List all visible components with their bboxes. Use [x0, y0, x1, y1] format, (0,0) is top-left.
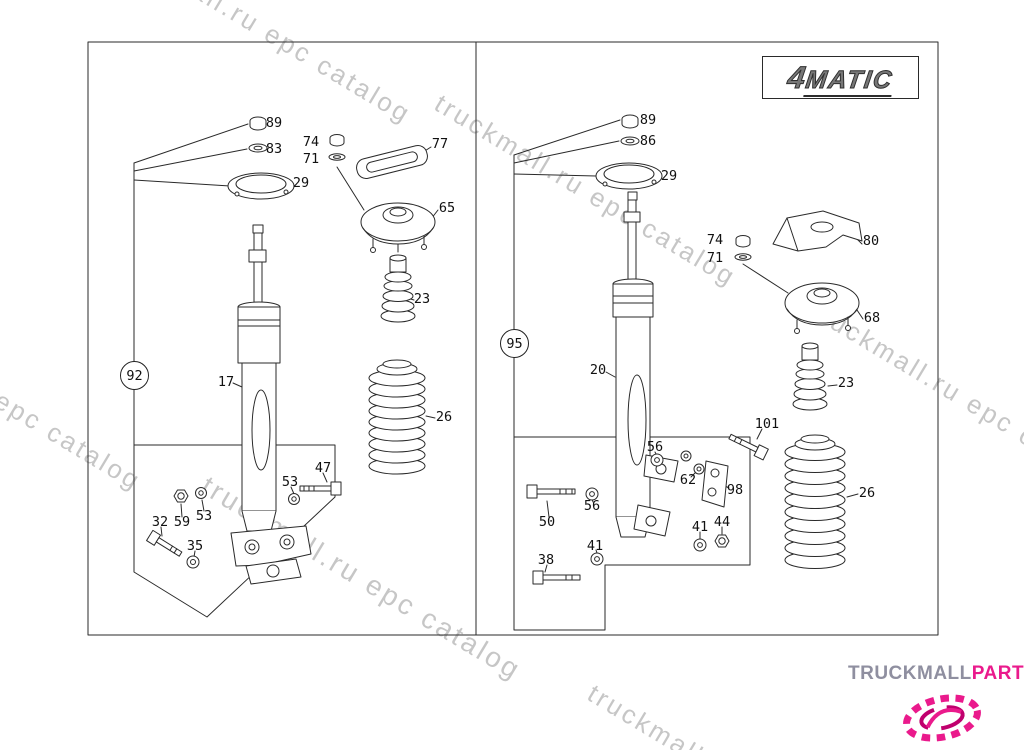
washer-53b — [195, 487, 207, 499]
washer-41b — [590, 552, 604, 566]
bump-stop-left — [380, 254, 416, 323]
nut-74-left — [329, 134, 345, 147]
spring-seat-left — [227, 172, 295, 200]
washer-71-left — [328, 153, 346, 161]
bolt-38 — [532, 570, 581, 585]
nut-62 — [693, 463, 705, 475]
washer-83 — [248, 143, 268, 153]
4matic-badge: 4MATIC — [762, 56, 919, 99]
bump-stop-right — [792, 342, 828, 411]
spring-seat-right — [595, 162, 663, 190]
nut-74-right — [735, 235, 751, 248]
top-mount-65 — [360, 202, 436, 253]
washer-56b — [585, 487, 599, 501]
nut-59 — [173, 489, 189, 503]
bolt-32 — [146, 529, 183, 557]
brand-name-accent: PARTS — [971, 663, 1024, 684]
bracket-77 — [356, 144, 428, 180]
group-callout-left: 92 — [120, 361, 149, 390]
strut-17 — [230, 224, 312, 585]
nut-89-left — [249, 116, 267, 131]
washer-86 — [620, 136, 640, 146]
washer-56c — [680, 450, 692, 462]
bracket-80 — [772, 210, 863, 252]
brand-name-primary: TRUCKMALL — [848, 663, 972, 684]
bracket-98 — [701, 460, 729, 508]
washer-53a — [288, 493, 300, 505]
4matic-badge-rest: MATIC — [803, 66, 895, 97]
4matic-badge-text: 4MATIC — [785, 60, 896, 97]
group-number-right: 95 — [506, 335, 523, 352]
truckmall-logo-icon — [903, 694, 981, 742]
group-number-left: 92 — [126, 367, 143, 384]
washer-35 — [186, 555, 200, 569]
leader-lines-right — [513, 119, 864, 631]
dust-boot-right — [784, 434, 846, 569]
hardware-left — [146, 481, 342, 569]
strut-20 — [612, 191, 679, 538]
washer-56a — [650, 453, 664, 467]
bolt-101 — [728, 433, 769, 461]
washer-41a — [693, 538, 707, 552]
truckmall-brand: TRUCKMALLPARTS — [848, 663, 1024, 685]
bolt-47 — [299, 481, 342, 496]
bolt-50 — [526, 484, 576, 499]
hardware-right — [526, 433, 769, 585]
diagram-border — [87, 41, 939, 636]
nut-89-right — [621, 114, 639, 129]
washer-71-right — [734, 253, 752, 261]
nut-44 — [714, 534, 730, 548]
group-callout-right: 95 — [500, 329, 529, 358]
top-mount-68 — [784, 282, 860, 334]
dust-boot-left — [368, 359, 426, 475]
